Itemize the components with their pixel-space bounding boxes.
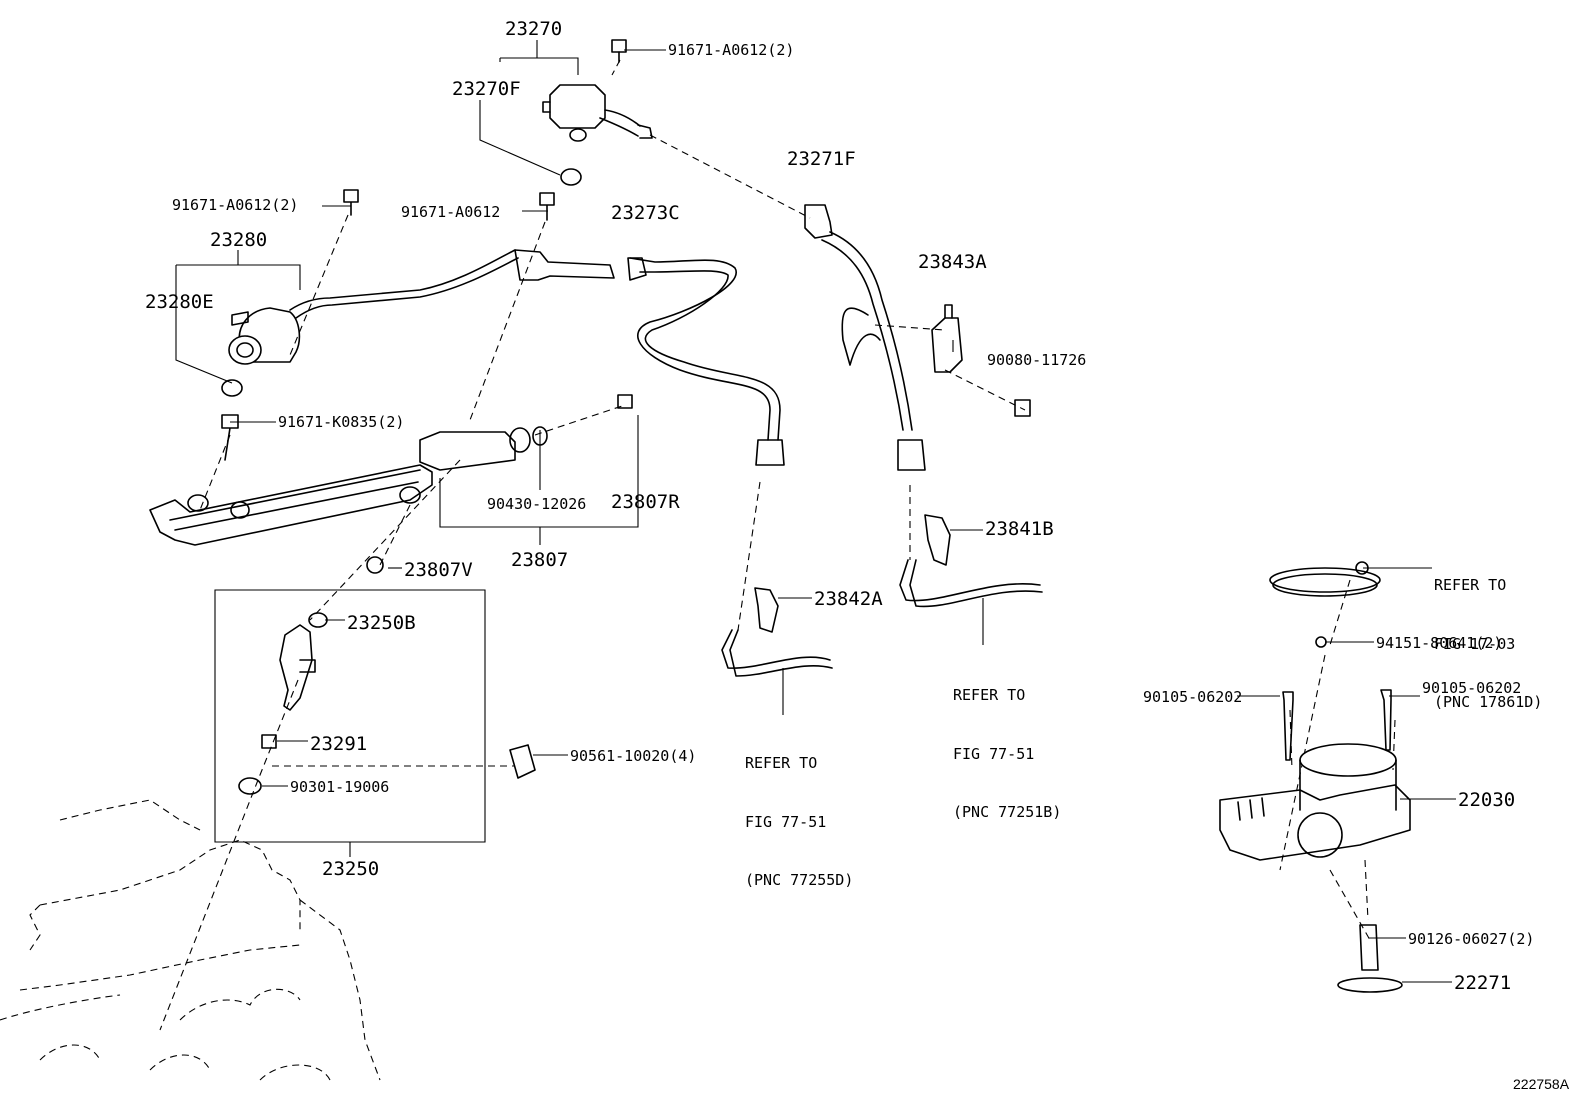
fuel-injector-23250 xyxy=(238,612,536,795)
refer-note-throttle-ring[interactable]: REFER TO FIG 17-03 (PNC 17861D) xyxy=(1434,537,1542,732)
part-label-90430-12026[interactable]: 90430-12026 xyxy=(487,495,587,513)
part-label-91671-k0835-2[interactable]: 91671-K0835(2) xyxy=(278,413,405,431)
refer-note-line: (PNC 77255D) xyxy=(745,871,854,889)
part-label-23280[interactable]: 23280 xyxy=(210,229,268,251)
throttle-body-22030 xyxy=(1219,561,1411,993)
part-label-90126-06027-2[interactable]: 90126-06027(2) xyxy=(1408,930,1535,948)
fuel-pressure-regulator-23280 xyxy=(221,189,555,397)
part-label-23291[interactable]: 23291 xyxy=(310,733,368,755)
refer-note-hose-center[interactable]: REFER TO FIG 77-51 (PNC 77255D) xyxy=(745,715,853,910)
part-label-23807[interactable]: 23807 xyxy=(511,549,569,571)
part-label-91671-a0612-2-left[interactable]: 91671-A0612(2) xyxy=(172,196,299,214)
part-label-91671-a0612-2-top[interactable]: 91671-A0612(2) xyxy=(668,41,795,59)
part-label-90105-06202-right[interactable]: 90105-06202 xyxy=(1422,679,1522,697)
refer-note-line: (PNC 77251B) xyxy=(953,803,1062,821)
fuel-tube-23273 xyxy=(514,249,785,466)
part-label-23273c[interactable]: 23273C xyxy=(611,202,680,224)
refer-note-line: FIG 77-51 xyxy=(745,812,827,831)
dashed-assembly-lines xyxy=(159,59,1396,1031)
part-label-23807v[interactable]: 23807V xyxy=(404,559,473,581)
part-label-23280e[interactable]: 23280E xyxy=(145,291,214,313)
vacuum-hose-23271 xyxy=(804,204,926,471)
part-label-94151-80641-2[interactable]: 94151-80641(2) xyxy=(1376,634,1503,652)
refer-note-line: REFER TO xyxy=(745,754,818,772)
engine-block-outline xyxy=(0,799,381,1081)
fuel-delivery-pipe-23807 xyxy=(149,394,633,574)
leader-lines xyxy=(230,49,1456,983)
part-label-23270[interactable]: 23270 xyxy=(505,18,563,40)
refer-note-hose-right[interactable]: REFER TO FIG 77-51 (PNC 77251B) xyxy=(953,647,1061,842)
part-label-91671-a0612[interactable]: 91671-A0612 xyxy=(401,203,501,221)
part-label-90105-06202-left[interactable]: 90105-06202 xyxy=(1143,688,1243,706)
bracket-23843 xyxy=(931,304,1031,417)
part-label-90301-19006[interactable]: 90301-19006 xyxy=(290,778,390,796)
part-label-23807r[interactable]: 23807R xyxy=(611,491,680,513)
part-label-23842a[interactable]: 23842A xyxy=(814,588,883,610)
part-label-23841b[interactable]: 23841B xyxy=(985,518,1054,540)
refer-note-line: FIG 17-03 xyxy=(1434,634,1516,653)
part-label-23250b[interactable]: 23250B xyxy=(347,612,416,634)
refer-note-line: FIG 77-51 xyxy=(953,744,1035,763)
part-label-23250[interactable]: 23250 xyxy=(322,858,380,880)
pulsation-damper-23270 xyxy=(542,39,653,186)
part-label-23270f[interactable]: 23270F xyxy=(452,78,521,100)
figure-number: 222758A xyxy=(1513,1076,1570,1092)
refer-note-line: (PNC 17861D) xyxy=(1434,693,1543,711)
part-label-22271[interactable]: 22271 xyxy=(1454,972,1512,994)
part-label-23843a[interactable]: 23843A xyxy=(918,251,987,273)
refer-note-line: REFER TO xyxy=(1434,576,1507,594)
part-label-23271f[interactable]: 23271F xyxy=(787,148,856,170)
group-brackets xyxy=(175,40,639,857)
part-label-90080-11726[interactable]: 90080-11726 xyxy=(987,351,1087,369)
hose-clamps xyxy=(721,514,1043,677)
refer-note-line: REFER TO xyxy=(953,686,1026,704)
part-label-90561-10020-4[interactable]: 90561-10020(4) xyxy=(570,747,697,765)
part-label-22030[interactable]: 22030 xyxy=(1458,789,1516,811)
